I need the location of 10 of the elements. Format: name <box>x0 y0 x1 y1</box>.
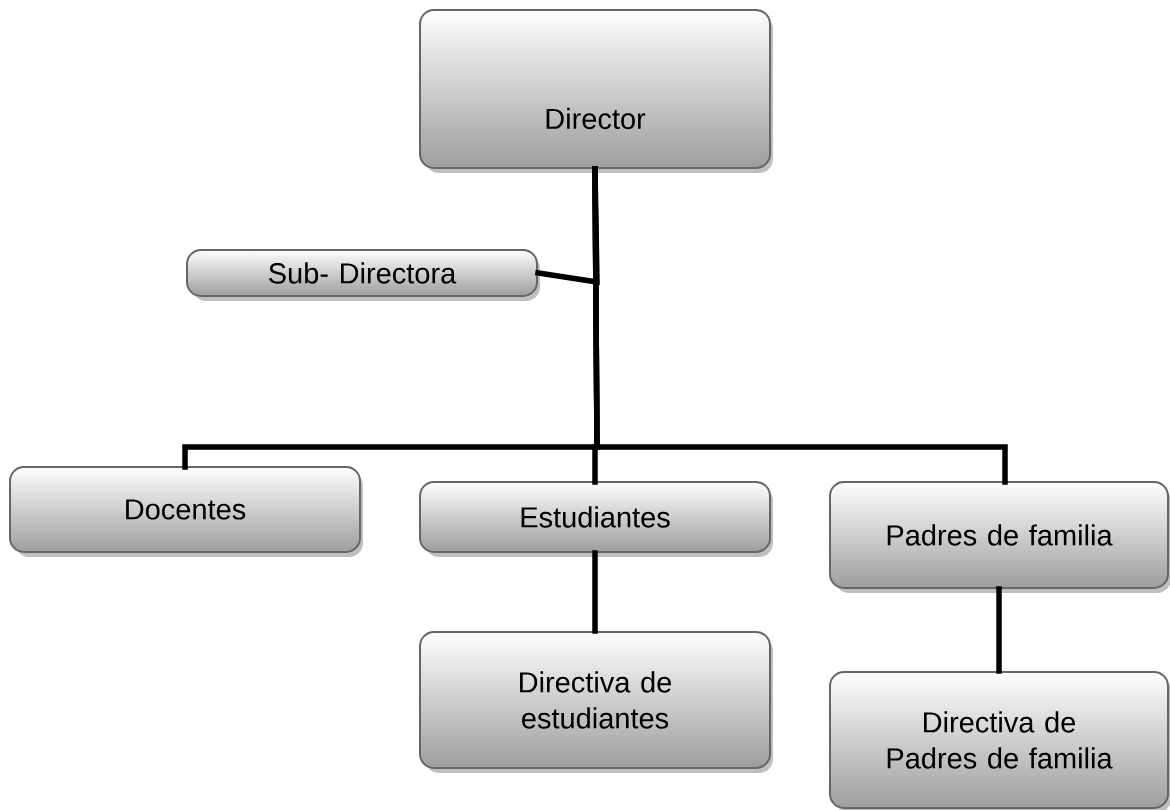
org-box: Docentes <box>9 466 363 557</box>
connector-line <box>592 550 598 634</box>
connector-line <box>996 586 1002 674</box>
connector-line <box>592 166 1008 485</box>
org-box: Sub- Directora <box>186 249 540 301</box>
org-box: Director <box>419 9 773 173</box>
org-box: Estudiantes <box>419 481 773 557</box>
org-box: Directiva de Padres de familia <box>829 671 1170 810</box>
org-box: Directiva de estudiantes <box>419 631 773 773</box>
org-box: Padres de familia <box>829 481 1170 593</box>
